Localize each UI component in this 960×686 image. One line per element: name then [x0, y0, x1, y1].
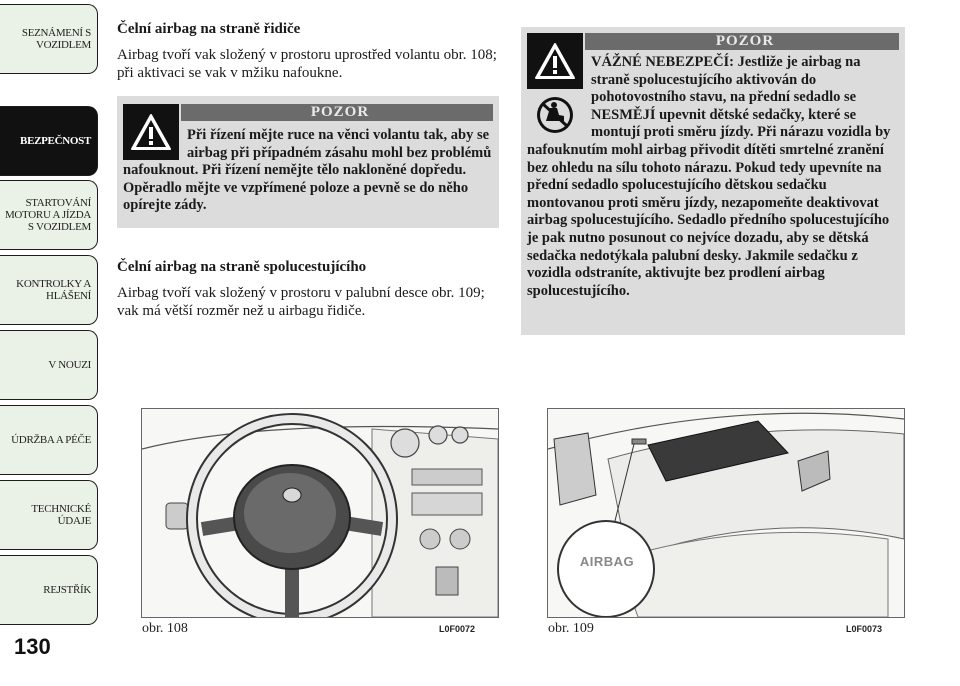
tab-v-nouzi[interactable]: V NOUZI [0, 330, 98, 400]
figure-passenger-airbag: AIRBAG [547, 408, 905, 618]
warning-triangle-icon [123, 104, 179, 160]
page-number: 130 [14, 634, 51, 659]
tab-rejstrik[interactable]: REJSTŘÍK [0, 555, 98, 625]
figure-caption-108: obr. 108 [142, 621, 188, 636]
warning-box-passenger: POZOR VÁŽNÉ NEBEZPEČÍ: Jestliže je airba… [521, 27, 905, 335]
section-heading-driver: Čelní airbag na straně řidiče [117, 21, 301, 37]
tab-bezpecnost[interactable]: BEZPEČNOST [0, 106, 98, 176]
steering-wheel-illustration [142, 409, 498, 617]
left-column: Čelní airbag na straně řidiče Airbag tvo… [117, 20, 499, 320]
tab-startovani[interactable]: STARTOVÁNÍ MOTORU A JÍZDA S VOZIDLEM [0, 180, 98, 250]
figure-caption-109: obr. 109 [548, 621, 594, 636]
no-child-seat-icon [527, 93, 583, 137]
figure-code-108: L0F0072 [439, 624, 476, 634]
passenger-dashboard-illustration [548, 409, 904, 617]
warning-box-driver: POZOR Při řízení mějte ruce na věnci vol… [117, 96, 499, 228]
right-column: POZOR VÁŽNÉ NEBEZPEČÍ: Jestliže je airba… [521, 27, 905, 335]
warning-text-driver: Při řízení mějte ruce na věnci volantu t… [123, 127, 492, 214]
section-text-driver: Airbag tvoří vak složený v prostoru upro… [117, 47, 497, 81]
tab-seznameni[interactable]: SEZNÁMENÍ S VOZIDLEM [0, 4, 98, 74]
figure-steering-wheel [141, 408, 499, 618]
warning-triangle-icon [527, 33, 583, 89]
warning-title: POZOR [585, 33, 899, 50]
tab-technicke[interactable]: TECHNICKÉ ÚDAJE [0, 480, 98, 550]
section-heading-passenger: Čelní airbag na straně spolucestujícího [117, 259, 367, 275]
airbag-label: AIRBAG [579, 554, 635, 569]
figure-code-109: L0F0073 [846, 624, 883, 634]
warning-title: POZOR [181, 104, 493, 121]
chapter-tabs: SEZNÁMENÍ S VOZIDLEM BEZPEČNOST STARTOVÁ… [0, 0, 100, 640]
section-text-passenger: Airbag tvoří vak složený v prostoru v pa… [117, 285, 485, 319]
warning-text-passenger: VÁŽNÉ NEBEZPEČÍ: Jestliže je airbag na s… [527, 54, 891, 299]
tab-udrzba[interactable]: ÚDRŽBA A PÉČE [0, 405, 98, 475]
tab-kontrolky[interactable]: KONTROLKY A HLÁŠENÍ [0, 255, 98, 325]
